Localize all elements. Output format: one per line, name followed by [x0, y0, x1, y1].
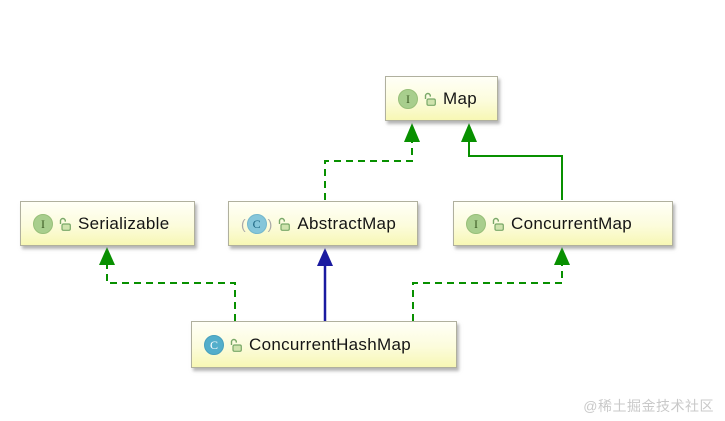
abstract-class-icon: ( C ): [241, 213, 273, 234]
node-concurrentmap[interactable]: I ConcurrentMap: [453, 201, 673, 246]
node-concurrenthashmap[interactable]: C ConcurrentHashMap: [191, 321, 457, 368]
edge-concurrentmap-extends-map: [461, 123, 563, 200]
arrowhead-icon: [461, 123, 477, 142]
class-icon: C: [204, 334, 224, 355]
unlocked-padlock-icon: [230, 338, 242, 352]
node-serializable[interactable]: I Serializable: [20, 201, 195, 246]
arrowhead-icon: [404, 123, 420, 142]
arrowhead-icon: [554, 247, 570, 265]
watermark: @稀土掘金技术社区: [583, 398, 714, 414]
node-abstractmap[interactable]: ( C ) AbstractMap: [228, 201, 418, 246]
node-map[interactable]: I Map: [385, 76, 498, 121]
unlocked-padlock-icon: [424, 92, 436, 106]
node-label: Serializable: [78, 213, 170, 233]
interface-icon: I: [33, 213, 53, 234]
unlocked-padlock-icon: [279, 217, 291, 231]
edge-abstractmap-implements-map: [324, 123, 420, 200]
unlocked-padlock-icon: [492, 217, 504, 231]
edge-concurrenthashmap-extends-abstractmap: [317, 248, 333, 321]
node-label: Map: [443, 88, 477, 108]
edge-concurrenthashmap-implements-concurrentmap: [412, 247, 570, 321]
node-label: ConcurrentHashMap: [249, 334, 411, 354]
node-label: AbstractMap: [297, 213, 397, 233]
interface-icon: I: [398, 88, 418, 109]
unlocked-padlock-icon: [59, 217, 71, 231]
arrowhead-icon: [99, 247, 115, 265]
interface-icon: I: [466, 213, 486, 234]
edge-concurrenthashmap-implements-serializable: [99, 247, 236, 321]
arrowhead-icon: [317, 248, 333, 266]
node-label: ConcurrentMap: [511, 213, 633, 233]
